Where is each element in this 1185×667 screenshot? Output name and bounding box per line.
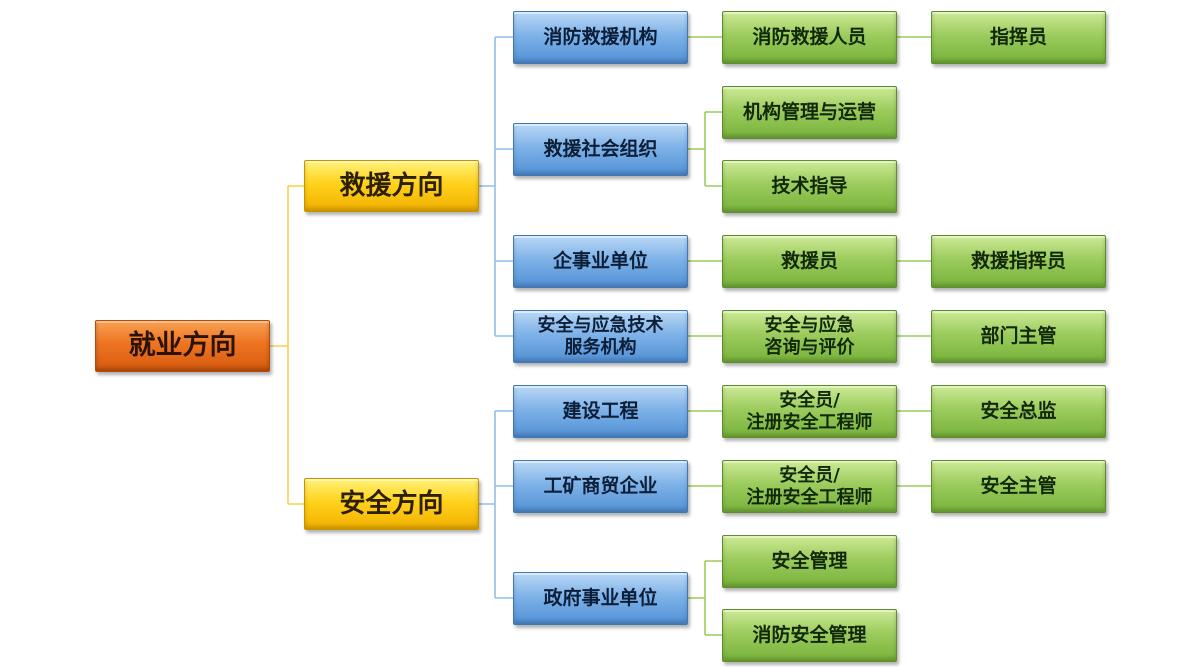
node-safety-direction: 安全方向: [304, 478, 479, 530]
node-mining-trade: 工矿商贸企业: [513, 460, 688, 513]
node-safety-director: 安全总监: [931, 385, 1106, 438]
level1-connectors: [479, 36, 513, 599]
node-safety-officer-construction: 安全员/ 注册安全工程师: [722, 385, 897, 438]
node-consulting-evaluation: 安全与应急 咨询与评价: [722, 310, 897, 363]
node-fire-safety-management: 消防安全管理: [722, 609, 897, 662]
node-safety-supervisor: 安全主管: [931, 460, 1106, 513]
node-construction: 建设工程: [513, 385, 688, 438]
node-org-management: 机构管理与运营: [722, 86, 897, 139]
root-node-employment-direction: 就业方向: [95, 320, 270, 372]
node-fire-rescue-org: 消防救援机构: [513, 11, 688, 64]
root-connectors: [270, 185, 304, 505]
node-dept-supervisor: 部门主管: [931, 310, 1106, 363]
node-rescue-commander: 救援指挥员: [931, 235, 1106, 288]
node-safety-tech-service: 安全与应急技术 服务机构: [513, 310, 688, 363]
level2-connectors: [688, 36, 931, 636]
node-fire-rescue-staff: 消防救援人员: [722, 11, 897, 64]
node-rescuer: 救援员: [722, 235, 897, 288]
node-rescue-social-org: 救援社会组织: [513, 123, 688, 176]
node-tech-guidance: 技术指导: [722, 160, 897, 213]
node-enterprise-unit: 企事业单位: [513, 235, 688, 288]
node-rescue-direction: 救援方向: [304, 160, 479, 212]
node-safety-officer-mining: 安全员/ 注册安全工程师: [722, 460, 897, 513]
node-safety-management: 安全管理: [722, 535, 897, 588]
node-government-unit: 政府事业单位: [513, 572, 688, 625]
node-commander: 指挥员: [931, 11, 1106, 64]
